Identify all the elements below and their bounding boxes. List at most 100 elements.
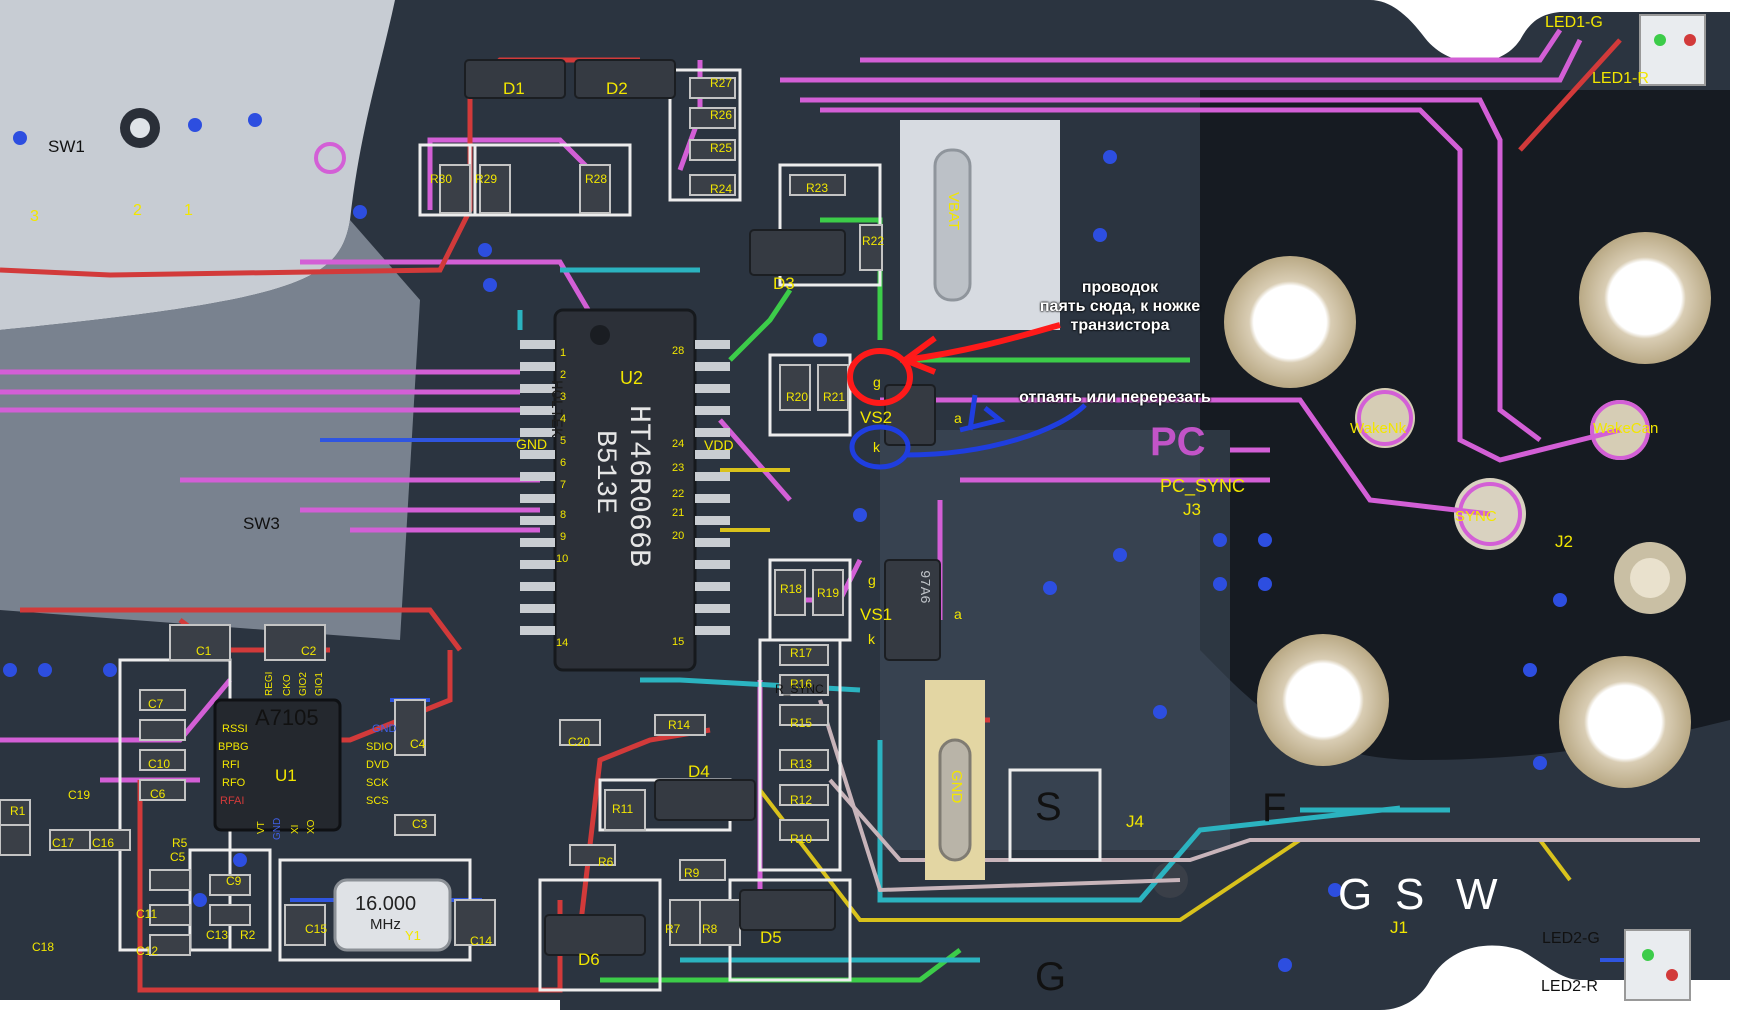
label-r14: R14 (668, 718, 691, 732)
mounting-holes (120, 108, 1711, 898)
label-vs1: VS1 (860, 605, 893, 624)
annotation-red-line2: паять сюда, к ножке (1039, 298, 1201, 315)
u1-pin-sck: SCK (366, 777, 389, 789)
vs1-pin-k: k (868, 631, 875, 647)
u2-pin-28: 28 (672, 345, 685, 357)
ic-u2-pins (520, 340, 730, 635)
label-d6: D6 (578, 950, 600, 969)
label-d4: D4 (688, 762, 710, 781)
label-pin3: 3 (30, 208, 39, 225)
label-r28: R28 (585, 172, 608, 186)
label-c7: C7 (148, 697, 164, 711)
label-r8: R8 (702, 922, 718, 936)
label-led1-g: LED1-G (1545, 14, 1603, 31)
label-r10: R10 (790, 832, 813, 846)
u1-pin-gnd: GND (372, 723, 397, 735)
vs2-pin-g: g (873, 374, 881, 390)
led1 (1639, 14, 1706, 86)
label-pc-sync: PC_SYNC (1160, 476, 1246, 496)
label-r29: R29 (475, 172, 498, 186)
label-c9: C9 (226, 874, 242, 888)
u2-pin-2: 2 (560, 369, 567, 381)
label-c5: C5 (170, 850, 186, 864)
label-d1: D1 (503, 79, 525, 98)
j1-pin-s: S (1395, 870, 1425, 919)
u2-pin-1: 1 (560, 347, 567, 359)
label-r11: R11 (612, 802, 634, 816)
label-f: F (1262, 786, 1287, 830)
label-r24: R24 (710, 182, 733, 196)
label-r6: R6 (598, 855, 614, 869)
u1-pin-vt: VT (256, 821, 267, 834)
smd-parts (0, 77, 883, 956)
u1-pin-sdio: SDIO (366, 741, 393, 753)
u2-pin-22: 22 (672, 488, 685, 500)
u1-pin-cko: CKO (282, 674, 293, 696)
label-j2: J2 (1555, 532, 1573, 551)
label-sync: SYNC (1455, 508, 1497, 525)
u1-pin-scs: SCS (366, 795, 389, 807)
u1-pin-rfai: RFAI (220, 795, 245, 807)
u2-pin-6: 6 (560, 457, 567, 469)
annotation-red-note: проводок паять сюда, к ножке транзистора (1010, 278, 1230, 335)
u2-pin-5: 5 (560, 435, 567, 447)
label-d3: D3 (773, 274, 795, 293)
u1-pin-rssi: RSSI (222, 723, 248, 735)
ic-u1-body (213, 698, 342, 832)
u2-pin-23: 23 (672, 462, 685, 474)
label-g-bottom: G (1035, 955, 1067, 999)
label-c11: C11 (136, 907, 158, 921)
gnd-pad (925, 680, 985, 880)
annotation-red-line3: транзистора (1070, 317, 1170, 334)
vs2-pin-k: k (873, 439, 880, 455)
u1-pin-xi: XI (290, 824, 301, 834)
u2-pin-9: 9 (560, 531, 567, 543)
u1-pin-xo: XO (306, 819, 317, 834)
crystal-freq: 16.000 (355, 893, 417, 915)
u2-pin-7: 7 (560, 479, 567, 491)
magenta-traces (0, 28, 1621, 900)
label-r2: R2 (240, 928, 256, 942)
u1-part: A7105 (255, 705, 319, 730)
u1-pin-regi: REGI (264, 671, 275, 696)
label-r22: R22 (862, 234, 885, 248)
diode-packages (464, 59, 941, 956)
label-j1: J1 (1390, 918, 1408, 937)
u1-pin-bpbg: BPBG (218, 741, 249, 753)
vs1-pin-a: a (954, 606, 962, 622)
j1-pin-g: G (1338, 870, 1373, 919)
yellow-traces (720, 468, 1572, 922)
label-sw3: SW3 (243, 514, 280, 533)
u1-pin-rfi: RFI (222, 759, 240, 771)
j1-pin-w: W (1456, 870, 1498, 919)
label-c18: C18 (32, 940, 55, 954)
u2-pin-20: 20 (672, 530, 685, 542)
annotation-blue-note: отпаять или перерезать (1019, 389, 1211, 406)
u2-part-line1: HT46R066B (621, 405, 655, 568)
crystal-unit: MHz (370, 916, 401, 933)
u2-pin-14: 14 (556, 637, 569, 649)
label-u1: U1 (275, 766, 297, 785)
label-r26: R26 (710, 108, 733, 122)
label-vs2: VS2 (860, 408, 893, 427)
label-c17: C17 (52, 836, 75, 850)
vbat-pad (933, 148, 972, 302)
u2-pin-15: 15 (672, 636, 685, 648)
label-c1: C1 (196, 644, 212, 658)
label-r27: R27 (710, 76, 733, 90)
pad-highlights (314, 142, 1650, 546)
label-wakecan: WakeCan (1593, 420, 1659, 437)
label-c6: C6 (150, 787, 166, 801)
label-pin1: 1 (184, 202, 193, 219)
label-r20: R20 (786, 390, 809, 404)
crystal-y1-body (333, 878, 452, 952)
label-wakenk: WakeNk (1350, 420, 1407, 437)
annotation-red-line1: проводок (1081, 279, 1159, 296)
label-r17: R17 (790, 646, 813, 660)
label-r9: R9 (684, 866, 700, 880)
u2-brand: HOLTEK (547, 380, 565, 438)
label-led2-g: LED2-G (1542, 930, 1600, 947)
u2-pin-21: 21 (672, 507, 685, 519)
u2-pin-8: 8 (560, 509, 567, 521)
label-r30: R30 (430, 172, 453, 186)
